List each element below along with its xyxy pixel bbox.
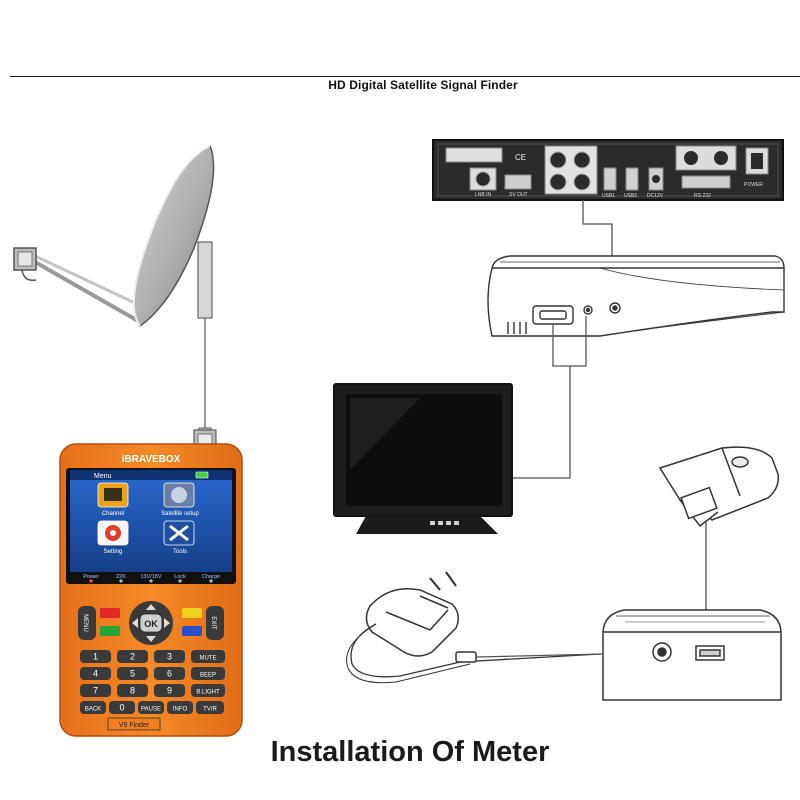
key-pause[interactable]: PAUSE	[138, 701, 164, 714]
key-7[interactable]: 7	[80, 684, 111, 697]
key-1[interactable]: 1	[80, 650, 111, 663]
svg-text:OK: OK	[144, 619, 158, 629]
green-key[interactable]	[100, 626, 120, 636]
svg-text:Setting: Setting	[104, 549, 123, 555]
key-label: TV/R	[203, 707, 217, 713]
meter-brand: iBRAVEBOX	[122, 454, 181, 465]
port-label-usb2: USB2	[624, 193, 637, 199]
status-lock: Lock	[174, 574, 186, 580]
port-label-lnb-in: LNB IN	[475, 192, 492, 198]
key-0[interactable]: 0	[109, 701, 135, 714]
key-label: BEEP	[200, 673, 216, 679]
key-label: 6	[167, 669, 172, 679]
key-label: 4	[93, 669, 98, 679]
svg-text:Channel: Channel	[102, 511, 124, 517]
right-arrow-icon[interactable]	[164, 618, 170, 628]
red-key[interactable]	[100, 608, 120, 618]
status-22k: 22K	[116, 574, 126, 580]
menu-key[interactable]: MENU	[78, 606, 96, 640]
numeric-keypad: 1 2 3 MUTE 4 5 6 BEEP 7 8 9 B.LIGHT BACK 0 PAUSE INFO TV…	[80, 650, 225, 714]
screen-menu-title: Menu	[94, 473, 112, 480]
satellite-dish-icon	[13, 145, 215, 443]
charging-box-icon	[602, 609, 782, 701]
screen-tile-tools[interactable]: Tools	[163, 520, 195, 555]
signal-meter-device: iBRAVEBOX Menu Channel Satellite setup S…	[59, 429, 243, 737]
port-label-sv-out: SV OUT	[509, 192, 528, 198]
status-power: Power	[83, 574, 99, 580]
up-arrow-icon[interactable]	[146, 604, 156, 610]
key-label: B.LIGHT	[196, 690, 220, 696]
power-adapter-icon	[346, 571, 601, 684]
key-label: MUTE	[200, 656, 217, 662]
key-label: 0	[119, 703, 124, 713]
key-label: 2	[130, 652, 135, 662]
svg-text:Satellite setup: Satellite setup	[161, 511, 199, 517]
down-arrow-icon[interactable]	[146, 636, 156, 642]
key-6[interactable]: 6	[154, 667, 185, 680]
ok-key[interactable]: OK	[139, 613, 163, 633]
set-top-box-icon	[487, 255, 785, 337]
key-4[interactable]: 4	[80, 667, 111, 680]
header-rule	[10, 76, 800, 77]
monitor-icon	[333, 383, 513, 534]
header-title: HD Digital Satellite Signal Finder	[328, 78, 518, 92]
key-tv-r[interactable]: TV/R	[196, 701, 224, 714]
status-13v-18v: 13V/18V	[140, 574, 161, 580]
key-label: 9	[167, 686, 172, 696]
key-9[interactable]: 9	[154, 684, 185, 697]
key-2[interactable]: 2	[117, 650, 148, 663]
usb-stick-icon	[658, 446, 780, 528]
screen-tile-setting[interactable]: Setting	[97, 520, 129, 555]
left-arrow-icon[interactable]	[132, 618, 138, 628]
key-label: 1	[93, 652, 98, 662]
receiver-back-panel-icon: CE LNB IN SV OUT USB1 USB2 DC12V RS-232 …	[432, 139, 784, 201]
key-5[interactable]: 5	[117, 667, 148, 680]
key-label: 7	[93, 686, 98, 696]
svg-text:CE: CE	[515, 153, 526, 162]
key-mute[interactable]: MUTE	[191, 650, 225, 663]
footer-title: Installation Of Meter	[270, 736, 550, 768]
key-label: PAUSE	[141, 707, 161, 713]
blue-key[interactable]	[182, 626, 202, 636]
key-label: 5	[130, 669, 135, 679]
port-label-rs232: RS-232	[694, 193, 711, 199]
meter-model: V9 Finder	[119, 722, 150, 729]
key-info[interactable]: INFO	[167, 701, 193, 714]
svg-text:Tools: Tools	[173, 549, 187, 555]
port-label-power: POWER	[744, 182, 763, 188]
key-back[interactable]: BACK	[80, 701, 106, 714]
port-label-dc12v: DC12V	[647, 193, 664, 199]
key-label: INFO	[173, 707, 188, 713]
key-label: 3	[167, 652, 172, 662]
port-label-usb1: USB1	[602, 193, 615, 199]
key-3[interactable]: 3	[154, 650, 185, 663]
screen-tile-satellite-setup[interactable]: Satellite setup	[161, 482, 200, 517]
key-label: BACK	[85, 707, 101, 713]
key-8[interactable]: 8	[117, 684, 148, 697]
exit-key[interactable]: EXIT	[206, 606, 224, 640]
status-charge: Charge	[202, 574, 220, 580]
screen-tile-channel[interactable]: Channel	[97, 482, 129, 517]
key-beep[interactable]: BEEP	[191, 667, 225, 680]
key-b-light[interactable]: B.LIGHT	[191, 684, 225, 697]
key-label: 8	[130, 686, 135, 696]
svg-text:MENU: MENU	[82, 614, 88, 632]
yellow-key[interactable]	[182, 608, 202, 618]
svg-text:EXIT: EXIT	[210, 616, 216, 630]
